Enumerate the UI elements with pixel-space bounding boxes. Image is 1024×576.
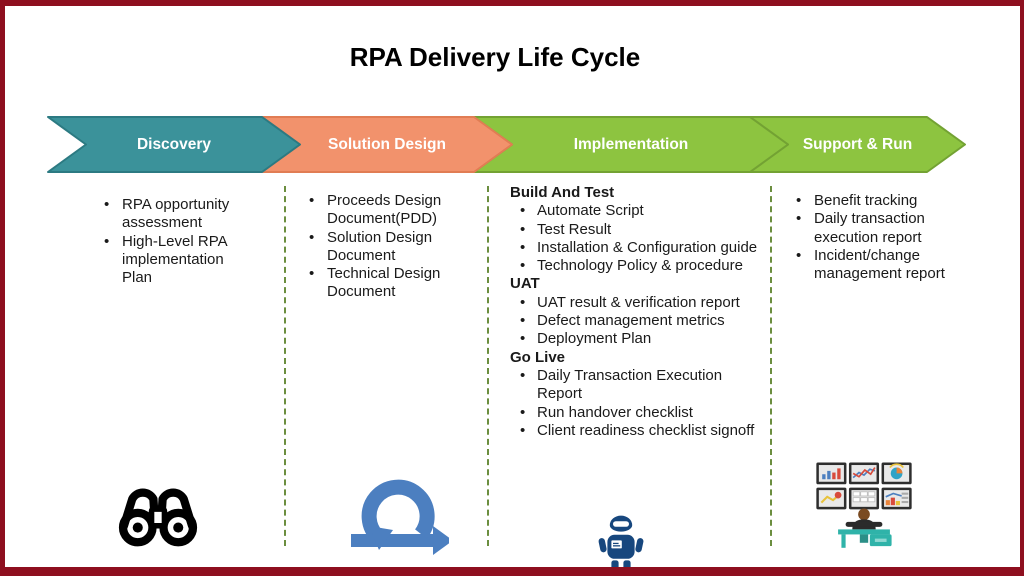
agile-loop-icon	[345, 474, 453, 563]
list-item: Client readiness checklist signoff	[510, 422, 760, 441]
phase-label-support-run: Support & Run	[802, 135, 913, 153]
page-title: RPA Delivery Life Cycle	[349, 42, 641, 72]
section-header: UAT	[510, 275, 540, 293]
column-divider	[284, 186, 286, 546]
list-item: RPA opportunity assessment	[98, 196, 254, 233]
section-header: Go Live	[510, 348, 566, 366]
discovery-deliverables: RPA opportunity assessment High-Level RP…	[98, 196, 254, 287]
process-arrow-band	[47, 116, 966, 173]
robot-icon	[597, 514, 645, 567]
list-item: Run handover checklist	[510, 404, 760, 423]
phase-label-implementation: Implementation	[573, 135, 689, 153]
list-item: Defect management metrics	[510, 312, 760, 331]
list-item: Automate Script	[510, 202, 760, 221]
list-item: Benefit tracking	[790, 192, 953, 211]
list-item: Proceeds Design Document(PDD)	[303, 192, 449, 229]
list-item: Test Result	[510, 221, 760, 240]
support-run-deliverables: Benefit tracking Daily transaction execu…	[790, 192, 953, 283]
column-divider	[487, 186, 489, 546]
list-item: UAT result & verification report	[510, 294, 760, 313]
list-item: Solution Design Document	[303, 229, 449, 266]
implementation-deliverables: Build And Test Automate Script Test Resu…	[510, 184, 760, 440]
monitoring-dashboard-icon	[813, 459, 915, 558]
phase-label-discovery: Discovery	[136, 135, 212, 153]
column-divider	[770, 186, 772, 546]
list-item: Technology Policy & procedure	[510, 257, 760, 276]
phase-arrow-discovery	[47, 116, 301, 173]
binoculars-icon	[112, 474, 204, 553]
list-item: Installation & Configuration guide	[510, 239, 760, 258]
list-item: Daily Transaction Execution Report	[510, 367, 760, 404]
list-item: Incident/change management report	[790, 247, 953, 284]
list-item: High-Level RPA implementation Plan	[98, 233, 254, 288]
list-item: Daily transaction execution report	[790, 210, 953, 247]
list-item: Technical Design Document	[303, 265, 449, 302]
phase-label-solution-design: Solution Design	[328, 135, 446, 153]
list-item: Deployment Plan	[510, 330, 760, 349]
section-header: Build And Test	[510, 184, 615, 201]
solution-design-deliverables: Proceeds Design Document(PDD) Solution D…	[303, 192, 449, 302]
